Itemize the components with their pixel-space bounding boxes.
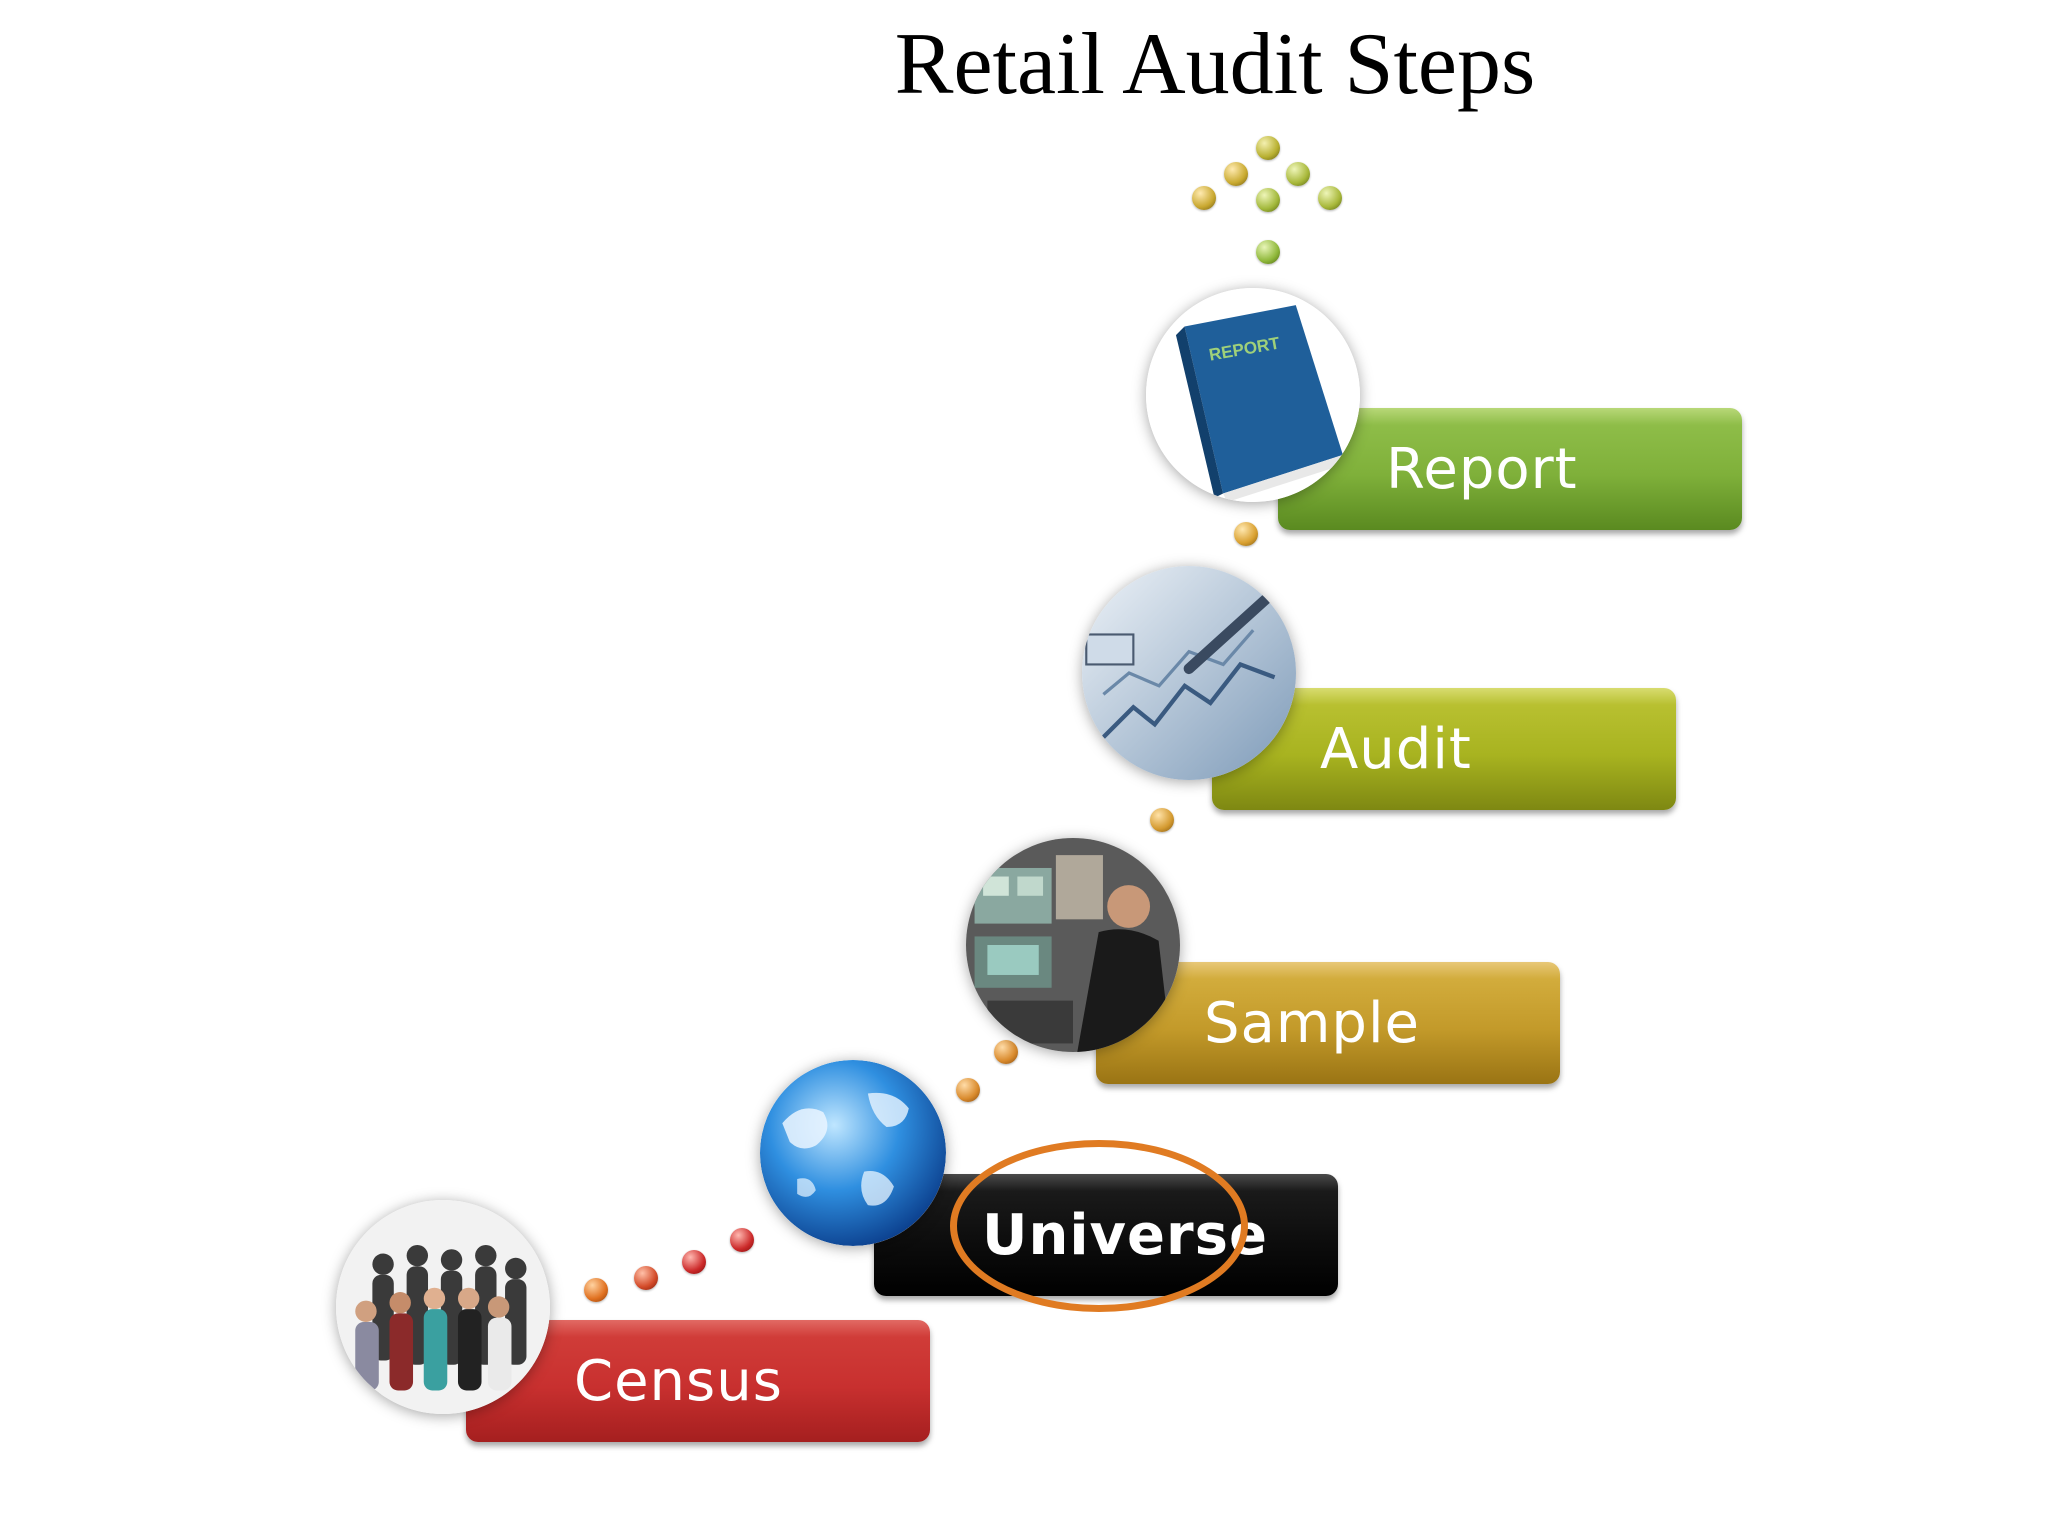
bead xyxy=(730,1228,754,1252)
diagram-title: Retail Audit Steps xyxy=(894,16,1536,113)
bead xyxy=(1224,162,1248,186)
bead xyxy=(634,1266,658,1290)
people-icon xyxy=(336,1200,550,1414)
bead xyxy=(682,1250,706,1274)
bead xyxy=(1256,136,1280,160)
step-bar-sample: Sample xyxy=(1096,962,1560,1084)
chart-pen-icon xyxy=(1082,566,1296,780)
step-bar-audit: Audit xyxy=(1212,688,1676,810)
step-label-census: Census xyxy=(574,1348,783,1414)
highlight-ring xyxy=(950,1140,1248,1312)
step-label-audit: Audit xyxy=(1320,716,1472,782)
bead xyxy=(956,1078,980,1102)
bead xyxy=(1150,808,1174,832)
bead xyxy=(1256,188,1280,212)
globe-icon xyxy=(760,1060,946,1246)
bead xyxy=(584,1278,608,1302)
bead xyxy=(1234,522,1258,546)
step-label-report: Report xyxy=(1386,436,1578,502)
step-bar-report: Report xyxy=(1278,408,1742,530)
report-book-icon: REPORT xyxy=(1146,288,1360,502)
bead xyxy=(1256,240,1280,264)
bead xyxy=(994,1040,1018,1064)
step-label-sample: Sample xyxy=(1204,990,1420,1056)
analyst-icon xyxy=(966,838,1180,1052)
bead xyxy=(1318,186,1342,210)
bead xyxy=(1192,186,1216,210)
bead xyxy=(1286,162,1310,186)
